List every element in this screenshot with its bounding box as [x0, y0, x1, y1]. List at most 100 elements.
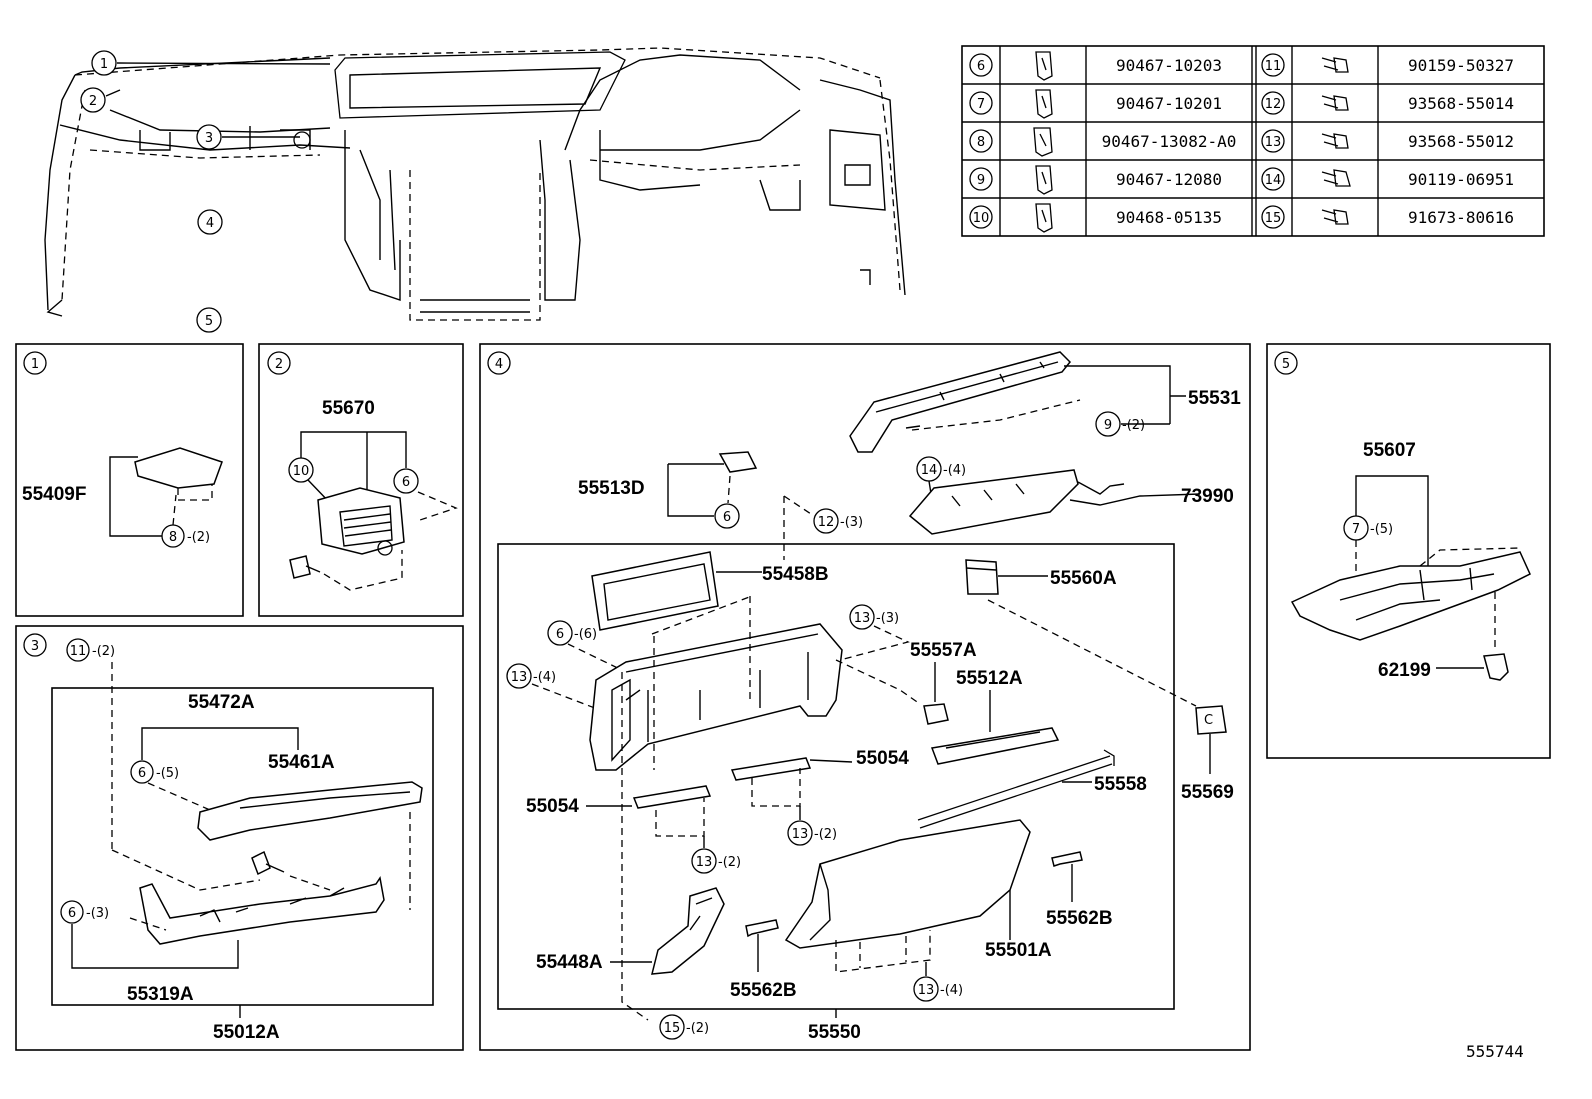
clip-icon: [1035, 203, 1053, 233]
panel-2: 2 55670 10 6: [258, 343, 464, 617]
svg-text:90467-12080: 90467-12080: [1116, 170, 1222, 189]
glove-box-rod: [917, 749, 1115, 829]
svg-text:10: 10: [973, 211, 990, 226]
under-cover-tray: [1290, 551, 1531, 641]
pin-part: [745, 919, 779, 938]
table-row: 10 90468-05135 15 91673-80616: [969, 203, 1514, 233]
small-cover-part: [718, 451, 758, 473]
svg-text:55607: 55607: [1363, 440, 1416, 461]
svg-text:7: 7: [1352, 522, 1360, 537]
svg-text:-(3): -(3): [86, 906, 109, 921]
hinge-part: [730, 757, 812, 781]
bolt-icon: [1321, 209, 1349, 225]
svg-text:-(6): -(6): [574, 627, 597, 642]
bolt-part: [251, 850, 271, 876]
svg-text:13: 13: [792, 827, 809, 842]
svg-text:93568-55014: 93568-55014: [1408, 94, 1514, 113]
svg-text:55448A: 55448A: [536, 952, 603, 973]
svg-text:-(2): -(2): [187, 530, 210, 545]
svg-text:73990: 73990: [1181, 486, 1234, 507]
table-row: 8 90467-13082-A0 13 93568-55012: [969, 127, 1514, 157]
svg-text:55512A: 55512A: [956, 668, 1023, 689]
svg-text:9: 9: [977, 173, 985, 188]
svg-text:5: 5: [205, 314, 213, 329]
svg-text:90467-10203: 90467-10203: [1116, 56, 1222, 75]
panel-4: 4 55531 9 -(2) 14 -(4) 73990 55513D 6 12…: [479, 343, 1251, 1051]
svg-text:2: 2: [275, 357, 283, 372]
table-row: 6 90467-10203 11 90159-50327: [969, 51, 1514, 81]
svg-text:-(3): -(3): [876, 611, 899, 626]
svg-text:90468-05135: 90468-05135: [1116, 208, 1222, 227]
svg-text:15: 15: [1265, 211, 1282, 226]
clip-icon: [1035, 51, 1053, 81]
svg-text:1: 1: [100, 57, 108, 72]
clip-part: [1483, 653, 1509, 681]
svg-text:15: 15: [664, 1021, 681, 1036]
svg-text:55550: 55550: [808, 1022, 861, 1043]
svg-text:12: 12: [1265, 97, 1282, 112]
svg-text:-(2): -(2): [92, 644, 115, 659]
svg-text:-(4): -(4): [533, 670, 556, 685]
svg-text:13: 13: [696, 855, 713, 870]
svg-text:-(5): -(5): [1370, 522, 1393, 537]
svg-text:55054: 55054: [526, 796, 579, 817]
svg-text:55560A: 55560A: [1050, 568, 1117, 589]
svg-text:13: 13: [918, 983, 935, 998]
svg-text:6: 6: [138, 766, 146, 781]
bolt-icon: [1321, 133, 1349, 149]
table-row: 9 90467-12080 14 90119-06951: [969, 165, 1514, 195]
svg-text:6: 6: [977, 59, 985, 74]
svg-text:5: 5: [1282, 357, 1290, 372]
fastener-table: 6 90467-10203 11 90159-50327 7 90467-102…: [961, 45, 1545, 237]
svg-text:13: 13: [1265, 135, 1282, 150]
svg-text:-(4): -(4): [940, 983, 963, 998]
damper-part: [923, 703, 949, 725]
svg-text:14: 14: [921, 463, 938, 478]
svg-text:55472A: 55472A: [188, 692, 255, 713]
svg-text:14: 14: [1265, 173, 1282, 188]
clip-icon: [1035, 89, 1053, 119]
cover-part: [134, 447, 223, 489]
svg-text:55501A: 55501A: [985, 940, 1052, 961]
svg-text:90159-50327: 90159-50327: [1408, 56, 1514, 75]
svg-text:6: 6: [556, 627, 564, 642]
svg-text:55409F: 55409F: [22, 484, 86, 505]
svg-text:3: 3: [205, 131, 213, 146]
dash-trim-panel: [197, 781, 423, 841]
svg-text:55562B: 55562B: [1046, 908, 1113, 929]
glove-box-lamp: [908, 469, 1079, 535]
panel-5: 5 55607 7 -(5) 62199: [1266, 343, 1551, 759]
svg-text:11: 11: [1265, 59, 1282, 74]
svg-text:8: 8: [169, 530, 177, 545]
svg-text:-(2): -(2): [686, 1021, 709, 1036]
glove-box-door: [784, 819, 1031, 949]
screw-icon: [1321, 57, 1349, 73]
svg-text:9: 9: [1104, 418, 1112, 433]
air-vent: [317, 487, 405, 555]
svg-text:55558: 55558: [1094, 774, 1147, 795]
svg-text:4: 4: [495, 357, 503, 372]
svg-text:13: 13: [511, 670, 528, 685]
svg-text:-(2): -(2): [718, 855, 741, 870]
svg-text:90467-10201: 90467-10201: [1116, 94, 1222, 113]
svg-text:11: 11: [70, 644, 87, 659]
svg-text:55557A: 55557A: [910, 640, 977, 661]
svg-text:-(3): -(3): [840, 515, 863, 530]
svg-text:4: 4: [206, 216, 214, 231]
svg-text:1: 1: [31, 357, 39, 372]
hinge-part: [632, 785, 712, 809]
pin-part: [1051, 851, 1083, 867]
svg-text:-(5): -(5): [156, 766, 179, 781]
diagram-id: 555744: [1466, 1042, 1524, 1061]
svg-text:55012A: 55012A: [213, 1022, 280, 1043]
svg-text:2: 2: [89, 94, 97, 109]
screw-icon: [1321, 169, 1351, 187]
svg-text:55670: 55670: [322, 398, 375, 419]
svg-text:55458B: 55458B: [762, 564, 829, 585]
switch-part: [965, 559, 999, 595]
svg-text:55461A: 55461A: [268, 752, 335, 773]
svg-text:62199: 62199: [1378, 660, 1431, 681]
lower-trim-bracket: [139, 876, 385, 945]
screw-part: [289, 555, 311, 579]
